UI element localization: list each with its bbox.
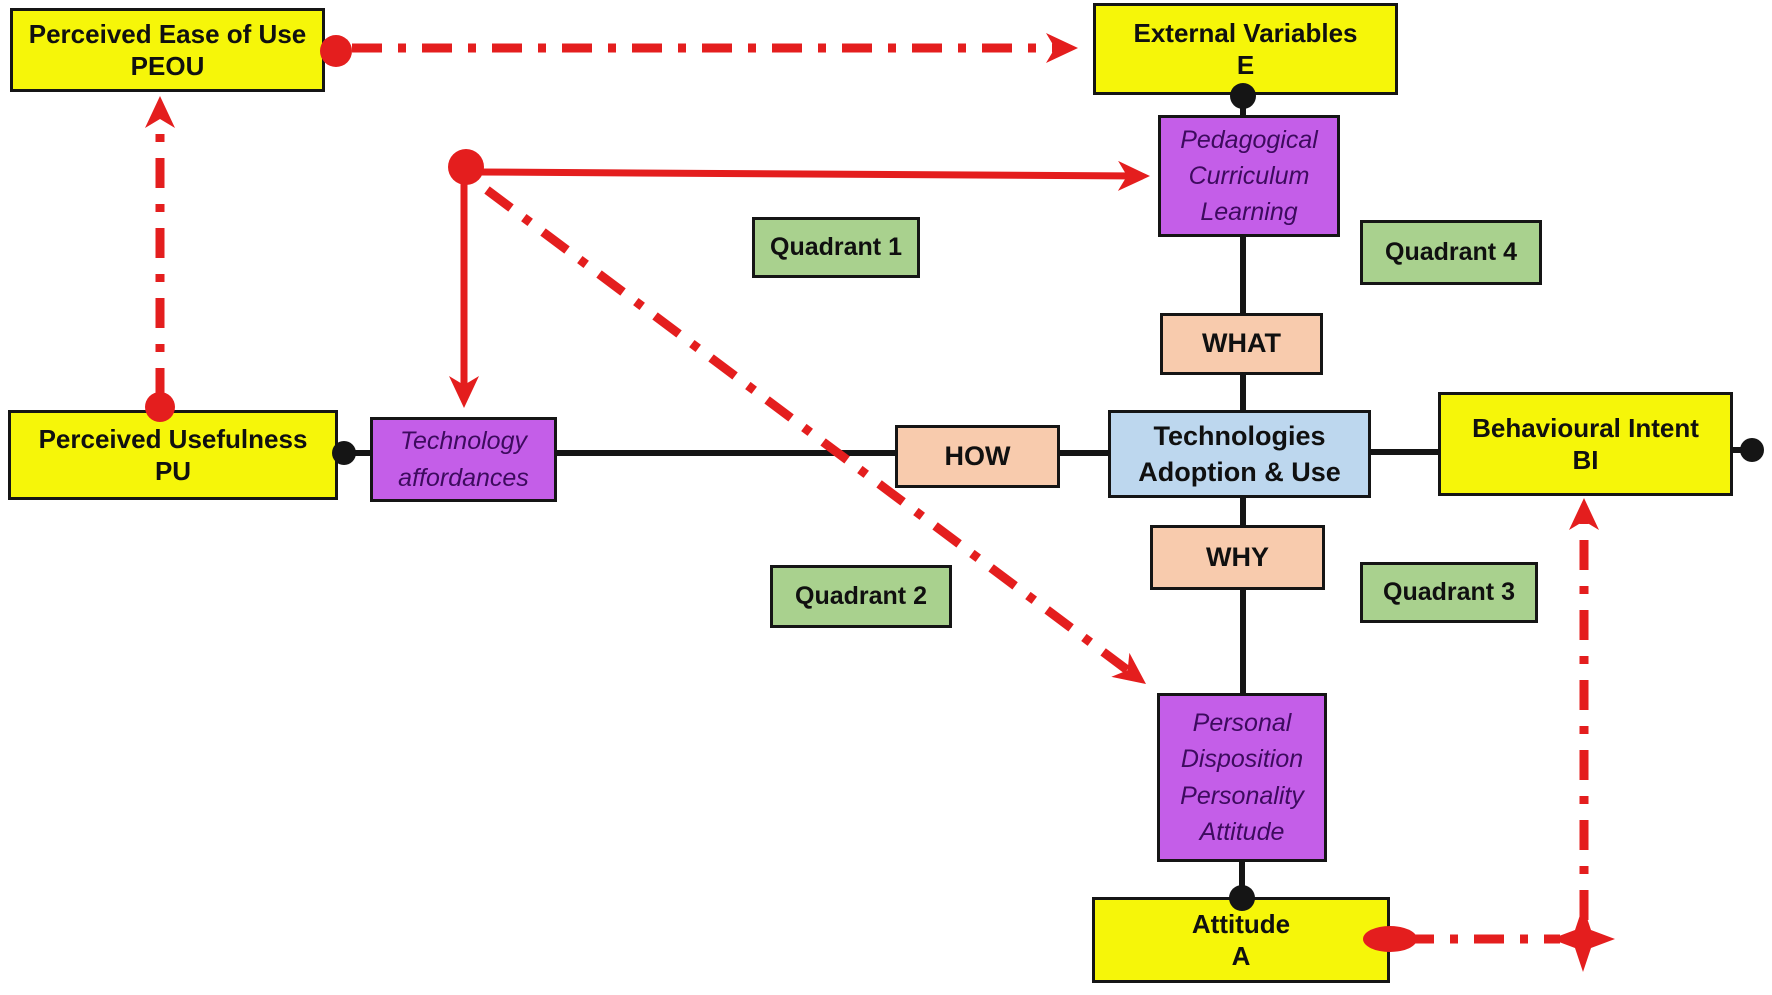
node-label: Quadrant 4 [1385,237,1517,266]
node-technologies-adoption-use: Technologies Adoption & Use [1108,410,1371,498]
node-label: Learning [1200,198,1298,227]
node-perceived-usefulness: Perceived Usefulness PU [8,410,338,500]
junction-dot-bi-right [1740,438,1764,462]
node-label: PU [154,456,192,486]
node-label: Perceived Ease of Use [28,18,307,49]
node-label: PEOU [130,51,205,81]
node-technology-affordances: Technology affordances [370,417,557,502]
node-quadrant-3: Quadrant 3 [1360,562,1538,623]
node-what: WHAT [1160,313,1323,375]
node-label: Attitude [1199,817,1285,846]
node-label: WHY [1206,541,1269,572]
node-label: Personality [1180,781,1304,810]
node-perceived-ease-of-use: Perceived Ease of Use PEOU [10,8,325,92]
node-label: Personal [1192,709,1292,737]
node-label: A [1231,941,1251,971]
node-label: Quadrant 3 [1383,577,1515,606]
node-label: BI [1572,445,1599,475]
node-quadrant-4: Quadrant 4 [1360,220,1542,285]
node-label: Adoption & Use [1138,457,1341,487]
node-label: Attitude [1191,908,1291,939]
node-quadrant-1: Quadrant 1 [752,217,920,278]
node-label: Technologies [1153,420,1326,451]
node-how: HOW [895,425,1060,488]
node-label: E [1236,50,1255,80]
node-label: Disposition [1180,745,1304,774]
node-quadrant-2: Quadrant 2 [770,565,952,628]
node-label: Technology [400,427,527,456]
node-attitude: Attitude A [1092,897,1390,983]
red-star-corner-connector [1551,906,1615,972]
node-label: Behavioural Intent [1472,412,1699,443]
node-pedagogical-curriculum-learning: Pedagogical Curriculum Learning [1158,115,1340,237]
node-label: Perceived Usefulness [38,423,308,454]
node-label: WHAT [1202,328,1281,359]
node-label: HOW [944,440,1011,471]
node-why: WHY [1150,525,1325,590]
red-arrow-to-pedagogical [477,160,1150,191]
node-label: affordances [398,463,529,492]
node-label: External Variables [1133,17,1358,48]
node-personal-disposition: Personal Disposition Personality Attitud… [1157,693,1327,862]
node-external-variables: External Variables E [1093,3,1398,95]
node-label: Quadrant 1 [770,232,902,261]
node-behavioural-intent: Behavioural Intent BI [1438,392,1733,496]
red-junction-dot-center [448,149,484,185]
node-label: Quadrant 2 [795,581,927,610]
node-label: Pedagogical [1180,125,1318,154]
node-label: Curriculum [1188,161,1310,190]
